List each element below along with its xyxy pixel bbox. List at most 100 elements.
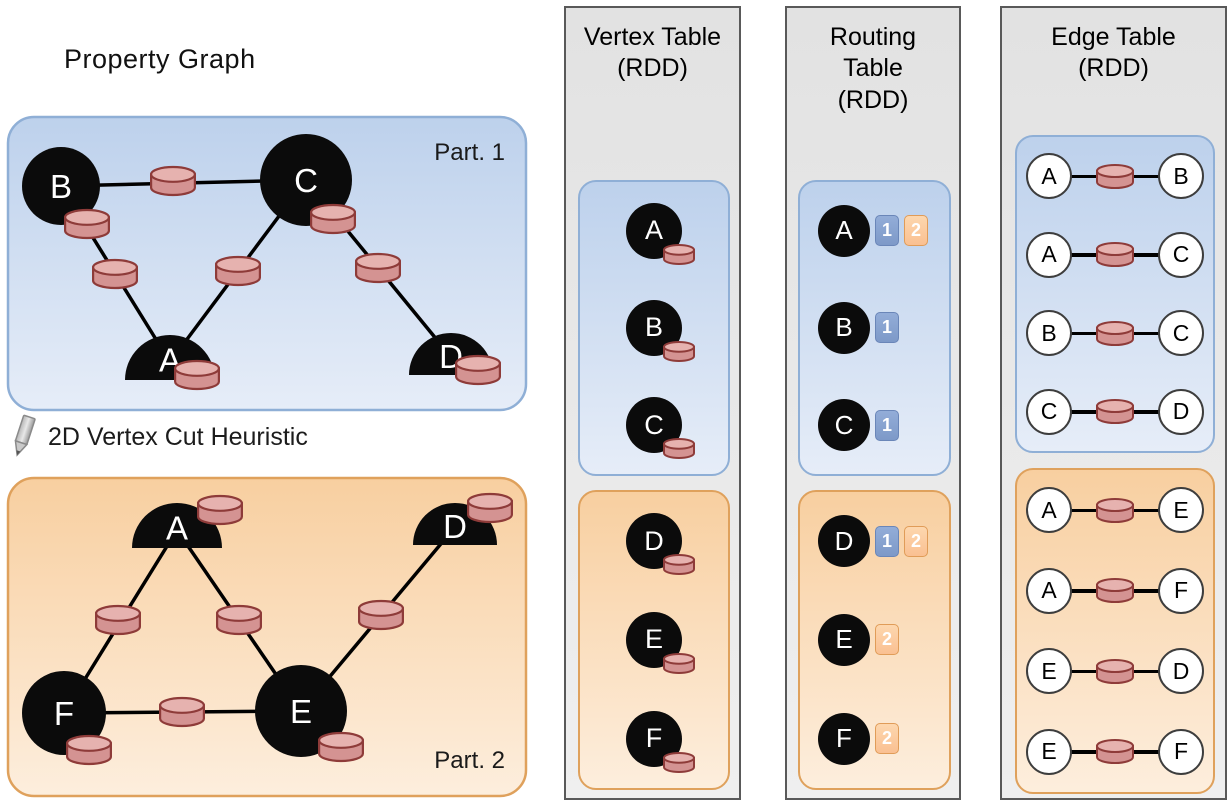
graph-vertex	[260, 134, 352, 226]
edge-source-vertex: B	[1026, 310, 1072, 357]
property-cylinder-icon	[1096, 658, 1134, 684]
property-cylinder-icon	[1096, 163, 1134, 189]
partition-label: Part. 2	[434, 747, 505, 774]
graph-vertex-label: F	[54, 695, 74, 732]
vertex-circle: D	[818, 515, 870, 568]
property-cylinder-icon	[91, 258, 138, 290]
edge-target-vertex: F	[1158, 728, 1204, 775]
property-cylinder-icon	[663, 438, 695, 460]
graph-vertex-label: B	[50, 168, 72, 205]
property-cylinder-icon	[358, 599, 405, 631]
property-cylinder-icon	[1096, 497, 1134, 523]
property-cylinder-icon	[318, 731, 365, 763]
property-cylinder-icon	[663, 243, 695, 265]
property-cylinder-icon	[663, 438, 695, 460]
graph-vertex	[22, 147, 100, 225]
property-cylinder-icon	[1096, 242, 1134, 268]
vertex-cut-label: 2D Vertex Cut Heuristic	[48, 422, 308, 451]
vertex-circle: C	[626, 397, 682, 454]
property-cylinder-icon	[94, 604, 141, 636]
partition-ref-badge: 1	[875, 215, 899, 247]
edge-source-vertex: E	[1026, 728, 1072, 775]
partition-box-blue	[6, 115, 528, 412]
property-cylinder-icon	[65, 734, 112, 766]
vertex-table-entry: A	[626, 202, 695, 265]
edge-target-vertex: C	[1158, 231, 1204, 278]
property-cylinder-icon	[1096, 242, 1134, 268]
vertex-table-entry: E	[626, 611, 695, 674]
vertex-table-entry: F	[626, 710, 695, 773]
vertex-circle: B	[818, 301, 870, 354]
graph-vertex	[22, 671, 106, 755]
property-cylinder-icon	[150, 165, 197, 197]
partition-ref-badge: 2	[875, 723, 899, 755]
property-cylinder-icon	[1096, 739, 1134, 765]
vertex-table-entry: B	[626, 299, 695, 362]
property-cylinder-icon	[355, 252, 402, 284]
property-cylinder-icon	[310, 203, 357, 235]
vertex-circle: B	[626, 299, 682, 356]
edge-source-vertex: C	[1026, 388, 1072, 435]
property-cylinder-icon	[1096, 163, 1134, 189]
property-cylinder-icon	[1096, 578, 1134, 604]
property-cylinder-icon	[1096, 578, 1134, 604]
graph-vertex-label: D	[443, 508, 467, 545]
edge-target-vertex: D	[1158, 648, 1204, 695]
partition-label: Part. 1	[434, 139, 505, 166]
partition-ref-badge: 1	[875, 409, 899, 441]
property-cylinder-icon	[455, 354, 502, 386]
property-cylinder-icon	[663, 652, 695, 674]
partition-ref-badge: 2	[904, 215, 928, 247]
property-cylinder-icon	[215, 255, 262, 287]
pencil-icon	[14, 414, 36, 457]
vertex-circle: F	[818, 712, 870, 765]
vertex-cut-row: 2D Vertex Cut Heuristic	[6, 414, 308, 460]
routing-table-title: Routing Table (RDD)	[829, 23, 917, 114]
graph-vertex	[255, 665, 347, 757]
edge-source-vertex: E	[1026, 648, 1072, 695]
property-cylinder-icon	[663, 751, 695, 773]
edge-target-vertex: B	[1158, 153, 1204, 200]
property-cylinder-icon	[1096, 320, 1134, 346]
vertex-circle: C	[818, 399, 870, 452]
property-cylinder-icon	[663, 340, 695, 362]
graph-vertex-label: C	[294, 162, 318, 199]
property-cylinder-icon	[1096, 497, 1134, 523]
property-cylinder-icon	[1096, 320, 1134, 346]
property-graph-title: Property Graph	[64, 44, 256, 74]
property-cylinder-icon	[663, 340, 695, 362]
edge-target-vertex: E	[1158, 487, 1204, 534]
edge-target-vertex: D	[1158, 388, 1204, 435]
partition-ref-badge: 1	[875, 525, 899, 557]
vertex-table-entry: D	[626, 513, 695, 576]
property-cylinder-icon	[663, 751, 695, 773]
edge-source-vertex: A	[1026, 567, 1072, 614]
edge-target-vertex: C	[1158, 310, 1204, 357]
partition-ref-badge: 2	[904, 525, 928, 557]
edge-table-title: Edge Table (RDD)	[1051, 23, 1176, 83]
property-cylinder-icon	[159, 696, 206, 728]
property-cylinder-icon	[1096, 658, 1134, 684]
property-cylinder-icon	[663, 652, 695, 674]
